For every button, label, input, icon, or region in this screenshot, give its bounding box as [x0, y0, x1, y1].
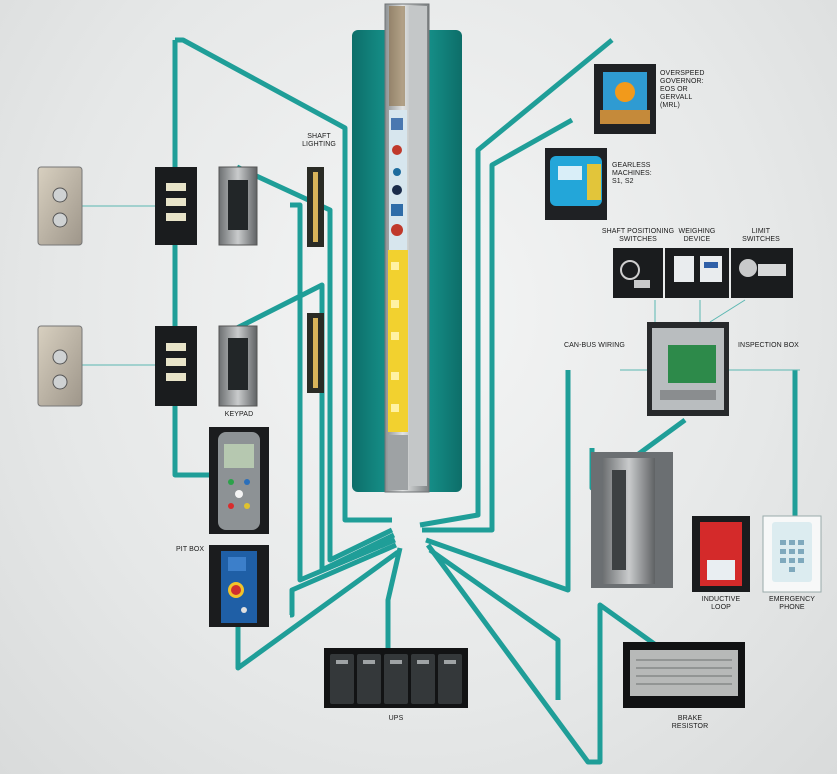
label-shaft-lighting: SHAFT LIGHTING	[292, 133, 346, 149]
label-line: INDUCTIVE	[701, 596, 741, 603]
label-inductive-loop: INDUCTIVE LOOP	[692, 596, 750, 612]
label-line: SWITCHES	[619, 236, 657, 243]
label-ups: UPS	[388, 715, 404, 722]
label-weighing-device: WEIGHING DEVICE	[672, 228, 722, 244]
limit-switches	[731, 248, 793, 298]
shaft-light-top	[307, 167, 324, 247]
car-panel-top	[218, 166, 258, 246]
overspeed-governor	[594, 64, 656, 134]
shaft-positioning-switches	[613, 248, 663, 298]
main-controller-column	[384, 3, 430, 493]
label-gearless-machines: GEARLESS MACHINES: S1, S2	[612, 162, 652, 186]
landing-call-panel-top	[37, 166, 83, 246]
shaft-light-bottom	[307, 313, 324, 393]
gearless-machine	[545, 148, 607, 220]
label-line: LOOP	[711, 604, 731, 611]
landing-call-panel-bottom	[37, 325, 83, 407]
label-overspeed-governor: OVERSPEED GOVERNOR: EOS OR GERVALL (MRL)	[660, 70, 704, 110]
label-line: SWITCHES	[742, 236, 780, 243]
wire-lighting-bottom	[289, 542, 397, 618]
wire-governor	[419, 38, 614, 528]
thin-connectors	[82, 205, 800, 371]
label-line: EMERGENCY	[768, 596, 816, 603]
connection-lines	[172, 37, 798, 765]
wire-machines	[422, 117, 574, 533]
pit-box	[209, 545, 269, 627]
label-line: OVERSPEED	[660, 70, 705, 77]
weighing-device	[665, 248, 729, 298]
car-panel-bottom	[218, 325, 258, 407]
label-line: LIMIT	[751, 228, 771, 235]
wire-left-top	[175, 37, 392, 523]
brake-resistor	[623, 642, 745, 708]
label-pit-box: PIT BOX	[176, 546, 205, 553]
label-line: GEARLESS	[612, 162, 651, 169]
label-line: SHAFT	[307, 133, 331, 140]
wire-ups-right	[428, 547, 561, 700]
handheld-keypad	[209, 427, 269, 534]
label-line: DEVICE	[683, 236, 711, 243]
label-line: WEIGHING	[678, 228, 716, 235]
label-brake-resistor: BRAKE RESISTOR	[660, 715, 720, 731]
wire-pitbox	[235, 549, 400, 671]
label-line: BRAKE	[677, 715, 703, 722]
wire-lighting-top	[290, 202, 396, 583]
label-line: S1, S2	[612, 178, 634, 185]
inductive-loop	[692, 516, 750, 592]
emergency-phone	[762, 515, 822, 593]
label-line: SHAFT POSITIONING	[601, 228, 675, 235]
label-inspection-box: INSPECTION BOX	[738, 342, 799, 349]
label-line: PHONE	[779, 604, 805, 611]
label-emergency-phone: EMERGENCY PHONE	[760, 596, 824, 612]
wire-ups	[385, 547, 403, 648]
label-can-bus-wiring: CAN-BUS WIRING	[564, 342, 625, 349]
wire-keypad-top	[235, 164, 394, 563]
label-line: LIGHTING	[302, 141, 336, 148]
wire-left-trunk	[172, 40, 215, 478]
wire-brake	[425, 543, 662, 765]
label-line: RESISTOR	[671, 723, 709, 730]
ups-batteries	[324, 648, 468, 708]
wire-canbus	[425, 370, 571, 593]
wire-keypad-bottom	[235, 282, 396, 573]
label-line: GERVALL	[660, 94, 693, 101]
label-line: (MRL)	[660, 102, 680, 109]
label-keypad: KEYPAD	[224, 411, 254, 418]
label-line: EOS OR	[660, 86, 688, 93]
label-line: GOVERNOR:	[660, 78, 704, 85]
landing-indicator-bottom	[155, 326, 197, 406]
label-limit-switches: LIMIT SWITCHES	[735, 228, 787, 244]
label-line: MACHINES:	[612, 170, 652, 177]
inspection-box	[647, 322, 729, 416]
landing-indicator-top	[155, 167, 197, 245]
label-shaft-positioning-switches: SHAFT POSITIONING SWITCHES	[600, 228, 676, 244]
shaft-door-photo	[591, 452, 673, 588]
